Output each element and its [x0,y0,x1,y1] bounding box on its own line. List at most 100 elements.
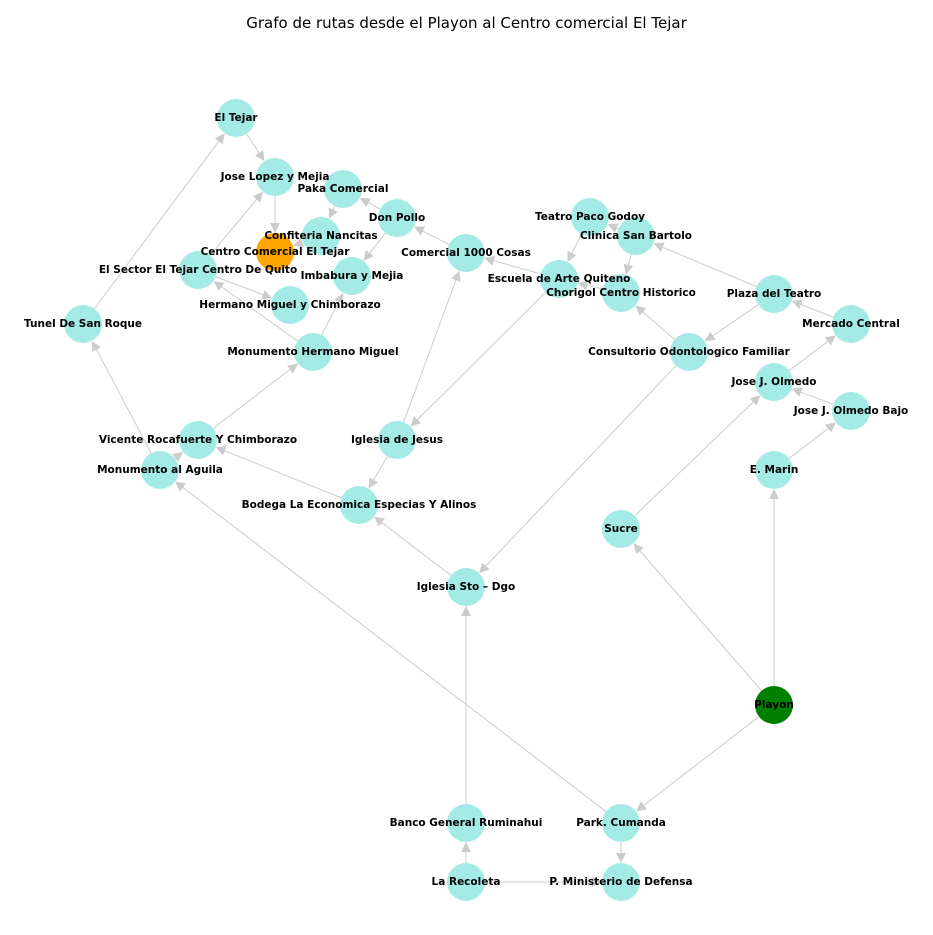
edge-monumento-hermano-miguel-to-el-sector-el-tejar [213,281,298,342]
node-clinica-san-bartolo [617,217,655,255]
node-label-banco-general-ruminahui: Banco General Ruminahui [390,817,543,829]
node-la-recoleta [447,863,485,901]
node-comercial-1000-cosas [447,234,485,272]
edge-confiteria-nancitas-to-centro-comercial-el-tejar [292,237,305,248]
node-label-clinica-san-bartolo: Clinica San Bartolo [580,230,692,242]
node-label-bodega-la-economica: Bodega La Economica Especias Y Alinos [242,499,477,511]
edge-playon-to-park-cumanda [636,716,760,812]
edge-escuela-de-arte-quiteno-to-iglesia-de-jesus [410,292,546,427]
node-label-chorigol-centro-historico: Chorigol Centro Historico [546,287,696,299]
node-el-tejar [217,99,255,137]
edge-tunel-de-san-roque-to-el-tejar [93,133,225,310]
node-banco-general-ruminahui [447,804,485,842]
node-label-plaza-del-teatro: Plaza del Teatro [727,288,822,300]
node-label-paka-comercial: Paka Comercial [298,183,389,195]
node-hermano-miguel-y-chimborazo [271,286,309,324]
node-escuela-de-arte-quiteno [540,260,578,298]
node-confiteria-nancitas [302,217,340,255]
edge-bodega-la-economica-to-vicente-rocafuerte-y-chimborazo [215,446,342,499]
node-label-el-sector-el-tejar: El Sector El Tejar Centro De Quito [99,264,297,276]
node-sucre [602,510,640,548]
edge-iglesia-de-jesus-to-comercial-1000-cosas [403,270,461,423]
node-label-don-pollo: Don Pollo [369,212,425,224]
edge-plaza-del-teatro-to-consultorio-odontologico-familiar [704,304,759,342]
edge-comercial-1000-cosas-to-don-pollo [413,226,450,245]
node-label-p-ministerio-de-defensa: P. Ministerio de Defensa [549,876,692,888]
node-p-ministerio-de-defensa [602,863,640,901]
edge-don-pollo-to-imbabura-y-mejia [363,232,386,261]
node-label-e-marin: E. Marin [750,464,799,476]
edge-chorigol-centro-historico-to-escuela-de-arte-quiteno [577,280,603,291]
edge-iglesia-sto-dgo-to-bodega-la-economica [374,516,452,576]
node-label-centro-comercial-el-tejar: Centro Comercial El Tejar [201,246,351,258]
node-e-marin [755,451,793,489]
node-chorigol-centro-historico [602,274,640,312]
node-jose-j-olmedo-bajo [832,392,870,430]
node-monumento-hermano-miguel [294,333,332,371]
edge-escuela-de-arte-quiteno-to-comercial-1000-cosas [484,255,541,275]
edge-monumento-hermano-miguel-to-imbabura-y-mejia [321,292,344,336]
node-label-iglesia-sto-dgo: Iglesia Sto – Dgo [417,581,516,593]
graph-title: Grafo de rutas desde el Playon al Centro… [246,14,687,32]
edge-monumento-al-aguila-to-tunel-de-san-roque [91,340,152,454]
node-label-la-recoleta: La Recoleta [432,876,501,888]
node-label-sucre: Sucre [604,523,638,535]
edge-el-tejar-to-jose-lopez-y-mejia [246,133,265,162]
node-label-park-cumanda: Park. Cumanda [576,817,666,829]
edge-clinica-san-bartolo-to-teatro-paco-godoy [607,223,619,233]
node-mercado-central [832,305,870,343]
node-label-imbabura-y-mejia: Imbabura y Mejia [301,270,404,282]
node-don-pollo [378,199,416,237]
node-label-mercado-central: Mercado Central [802,318,900,330]
node-park-cumanda [602,804,640,842]
node-el-sector-el-tejar [179,251,217,289]
edge-don-pollo-to-paka-comercial [359,197,381,210]
node-imbabura-y-mejia [333,257,371,295]
node-label-jose-j-olmedo: Jose J. Olmedo [730,376,816,388]
edge-el-sector-el-tejar-to-jose-lopez-y-mejia [209,191,263,256]
edges-layer [91,133,836,887]
node-label-iglesia-de-jesus: Iglesia de Jesus [351,434,443,446]
edge-el-sector-el-tejar-to-hermano-miguel-y-chimborazo [215,276,273,300]
node-label-hermano-miguel-y-chimborazo: Hermano Miguel y Chimborazo [199,299,380,311]
node-label-jose-lopez-y-mejia: Jose Lopez y Mejia [220,171,330,183]
edge-consultorio-odontologico-familiar-to-chorigol-centro-historico [635,305,675,340]
node-plaza-del-teatro [755,275,793,313]
edge-consultorio-odontologico-familiar-to-iglesia-sto-dgo [479,365,677,574]
edge-clinica-san-bartolo-to-chorigol-centro-historico [623,254,634,275]
node-bodega-la-economica [340,486,378,524]
edge-iglesia-de-jesus-to-bodega-la-economica [368,456,388,489]
node-label-consultorio-odontologico-familiar: Consultorio Odontologico Familiar [588,346,790,358]
node-iglesia-sto-dgo [447,568,485,606]
node-label-jose-j-olmedo-bajo: Jose J. Olmedo Bajo [793,405,909,417]
node-playon [755,686,793,724]
node-jose-lopez-y-mejia [256,158,294,196]
node-label-confiteria-nancitas: Confiteria Nancitas [264,230,377,242]
node-iglesia-de-jesus [378,421,416,459]
edge-park-cumanda-to-monumento-al-aguila [175,481,607,812]
node-consultorio-odontologico-familiar [670,333,708,371]
node-jose-j-olmedo [755,363,793,401]
edge-monumento-al-aguila-to-vicente-rocafuerte-y-chimborazo [172,451,184,462]
node-centro-comercial-el-tejar [256,233,294,271]
edge-teatro-paco-godoy-to-escuela-de-arte-quiteno [567,233,582,263]
edge-vicente-rocafuerte-y-chimborazo-to-monumento-hermano-miguel [212,363,298,429]
edge-playon-to-sucre [633,543,762,691]
node-tunel-de-san-roque [64,305,102,343]
node-label-tunel-de-san-roque: Tunel De San Roque [24,318,142,330]
node-label-comercial-1000-cosas: Comercial 1000 Cosas [401,247,531,259]
node-label-el-tejar: El Tejar [214,112,258,124]
node-label-teatro-paco-godoy: Teatro Paco Godoy [535,211,645,223]
edge-sucre-to-jose-j-olmedo [634,395,761,517]
edge-plaza-del-teatro-to-clinica-san-bartolo [653,242,757,288]
node-label-playon: Playon [754,699,794,711]
node-label-vicente-rocafuerte-y-chimborazo: Vicente Rocafuerte Y Chimborazo [99,434,297,446]
node-label-escuela-de-arte-quiteno: Escuela de Arte Quiteno [488,273,631,285]
node-teatro-paco-godoy [571,198,609,236]
edge-jose-j-olmedo-bajo-to-jose-j-olmedo [791,387,834,405]
edge-e-marin-to-jose-j-olmedo-bajo [788,422,836,459]
node-paka-comercial [324,170,362,208]
node-label-monumento-hermano-miguel: Monumento Hermano Miguel [227,346,398,358]
